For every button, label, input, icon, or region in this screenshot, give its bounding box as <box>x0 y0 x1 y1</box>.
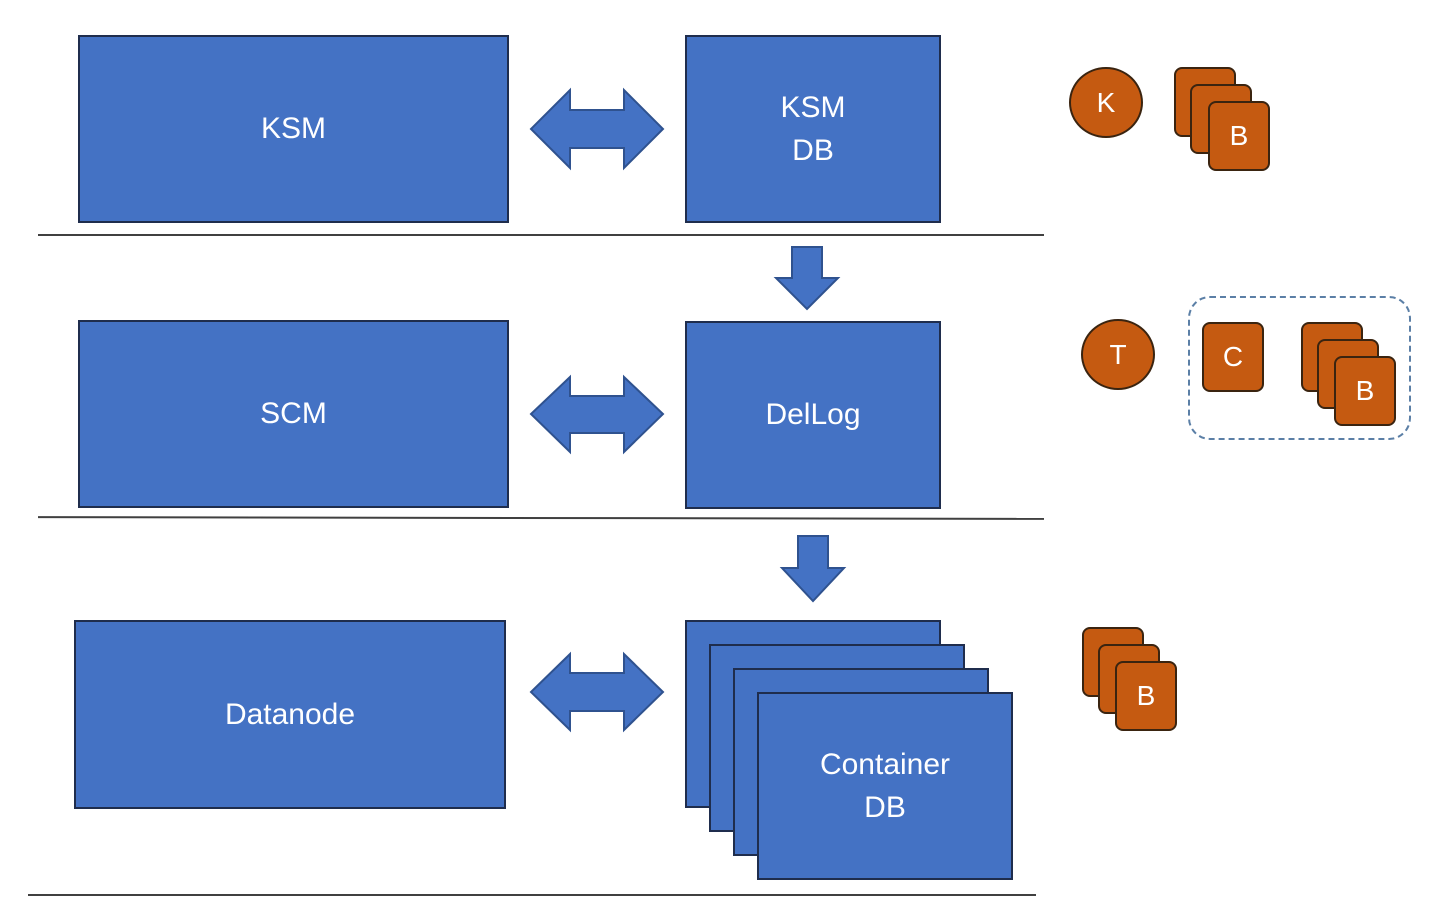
block-tile: B <box>1208 101 1270 171</box>
datanode-box: Datanode <box>74 620 506 809</box>
container-db-label-line2: DB <box>864 791 906 824</box>
block-tile: B <box>1115 661 1177 731</box>
block-tile: B <box>1334 356 1396 426</box>
key-token-circle: K <box>1069 67 1143 138</box>
dellog-label: DelLog <box>765 398 861 432</box>
datanode-label: Datanode <box>224 697 356 731</box>
transaction-token-label: T <box>1109 338 1127 370</box>
down-arrow-to-dellog <box>773 246 841 311</box>
container-tile-label: C <box>1222 341 1244 372</box>
container-db-box: Container DB <box>757 692 1013 880</box>
down-arrow-to-container-db <box>779 535 847 603</box>
bidirectional-arrow-scm <box>529 374 665 455</box>
dellog-box: DelLog <box>685 321 941 509</box>
bidirectional-arrow-ksm <box>529 87 665 171</box>
bidirectional-arrow-datanode <box>529 651 665 733</box>
block-tile-label: B <box>1355 375 1375 406</box>
scm-label: SCM <box>260 397 327 431</box>
ksm-db-label-line2: DB <box>792 134 834 167</box>
ksm-db-label-line1: KSM <box>780 90 846 124</box>
block-tile-label: B <box>1229 120 1249 151</box>
ksm-label: KSM <box>260 112 326 146</box>
scm-box: SCM <box>78 320 509 508</box>
transaction-group-dashed-outline <box>1188 296 1411 440</box>
ksm-box: KSM <box>78 35 509 223</box>
transaction-token-circle: T <box>1081 319 1155 390</box>
layer-separator-1 <box>38 234 1044 236</box>
block-tile-label: B <box>1136 680 1156 711</box>
layer-separator-3 <box>28 894 1036 896</box>
ksm-db-box: KSM DB <box>685 35 941 223</box>
key-token-label: K <box>1096 86 1116 118</box>
container-db-label-line1: Container <box>819 747 951 781</box>
container-tile: C <box>1202 322 1264 392</box>
